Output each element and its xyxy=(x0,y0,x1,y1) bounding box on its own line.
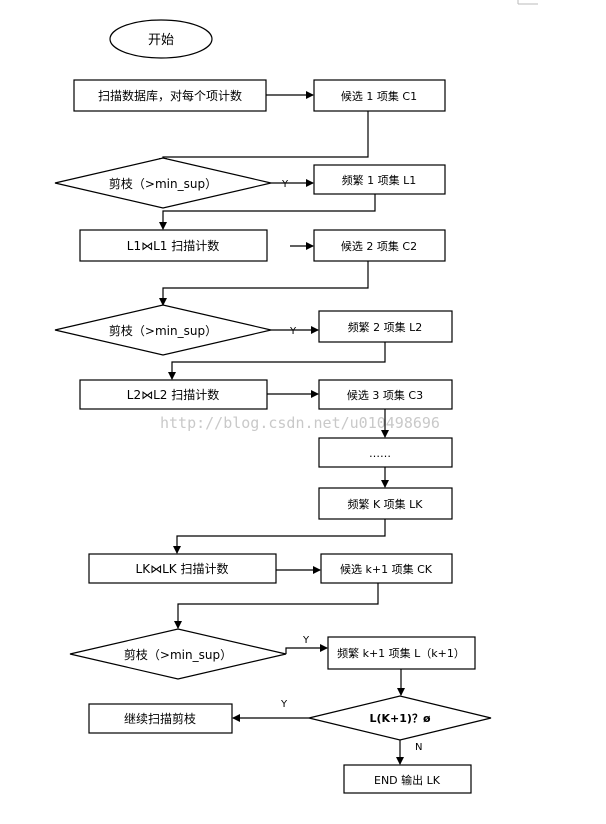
freqk1-label: 频繁 k+1 项集 L（k+1） xyxy=(337,646,465,660)
join2-box xyxy=(79,379,268,410)
edge-label-yes3: Y xyxy=(302,635,310,646)
join1-label: L1⋈L1 扫描计数 xyxy=(127,238,219,253)
cand1-label: 候选 1 项集 C1 xyxy=(341,89,417,103)
freq1-label: 频繁 1 项集 L1 xyxy=(342,173,417,187)
ellipsis-label: …… xyxy=(369,447,391,460)
freq1-box xyxy=(313,164,446,195)
edge-label-yes2: Y xyxy=(289,326,297,337)
joink-label: LK⋈LK 扫描计数 xyxy=(136,561,229,576)
decision-diamond xyxy=(308,695,492,741)
scan-db-label: 扫描数据库，对每个项计数 xyxy=(98,88,242,103)
end-box xyxy=(343,764,472,794)
edge-label-no: N xyxy=(415,742,422,753)
freqk-box xyxy=(318,487,453,520)
ellipsis-box xyxy=(318,437,453,468)
freqk1-box xyxy=(327,636,476,670)
freqk-label: 频繁 K 项集 LK xyxy=(347,497,423,511)
corner-mark xyxy=(517,0,538,5)
prune1-label: 剪枝（>min_sup） xyxy=(109,176,217,191)
arrow-prunek-to-freqk1 xyxy=(285,644,328,654)
continue-label: 继续扫描剪枝 xyxy=(124,711,196,726)
edge-label-yes1: Y xyxy=(281,179,289,190)
start-label: 开始 xyxy=(148,33,174,48)
decision-label: L(K+1)？ø xyxy=(369,712,430,725)
arrow-freq2-to-join2 xyxy=(168,342,386,380)
start-node xyxy=(109,19,213,59)
candk1-box xyxy=(320,553,453,584)
arrow-cand2-to-prune2 xyxy=(159,261,369,306)
join1-box xyxy=(79,229,268,262)
candk1-label: 候选 k+1 项集 CK xyxy=(340,562,433,576)
freq2-box xyxy=(318,310,453,343)
edge-label-yes4: Y xyxy=(280,699,288,710)
freq2-label: 频繁 2 项集 L2 xyxy=(348,320,423,334)
watermark: http://blog.csdn.net/u010498696 xyxy=(160,414,440,432)
arrow-cand1-to-prune1 xyxy=(159,111,369,166)
arrow-freq1-to-join1 xyxy=(159,194,376,230)
joink-box xyxy=(88,553,277,584)
cand1-box xyxy=(313,79,446,112)
end-label: END 输出 LK xyxy=(374,773,441,787)
cand3-label: 候选 3 项集 C3 xyxy=(347,388,423,402)
scan-db-box xyxy=(73,79,267,112)
cand3-box xyxy=(318,379,453,410)
prune2-label: 剪枝（>min_sup） xyxy=(109,323,217,338)
join2-label: L2⋈L2 扫描计数 xyxy=(127,387,219,402)
arrow-candk1-to-prunek xyxy=(174,583,379,629)
cand2-label: 候选 2 项集 C2 xyxy=(341,239,417,253)
cand2-box xyxy=(313,229,446,262)
arrow-freqk-to-joink xyxy=(173,519,386,554)
prunek-label: 剪枝（>min_sup） xyxy=(124,647,232,662)
continue-box xyxy=(88,703,233,734)
